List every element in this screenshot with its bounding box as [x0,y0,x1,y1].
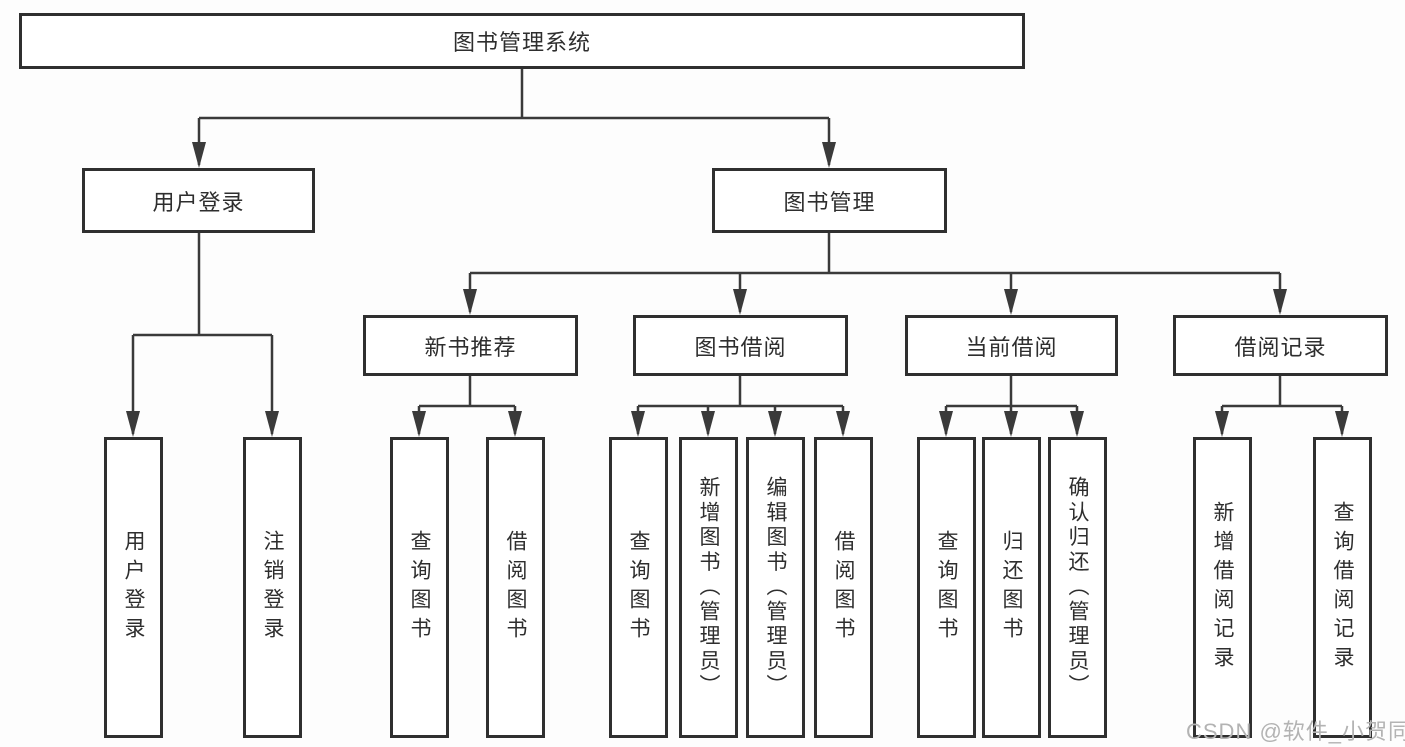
leaf-current-query-books-label: 查询图书 [935,529,958,646]
leaf-recommend-query-books: 查询图书 [390,437,449,738]
leaf-add-books-admin-label: 新增图书（管理员） [697,475,720,700]
leaf-add-borrow-record: 新增借阅记录 [1193,437,1252,738]
node-current-borrow: 当前借阅 [905,315,1118,376]
leaf-confirm-return-admin: 确认归还（管理员） [1048,437,1107,738]
node-book-management: 图书管理 [712,168,947,233]
node-borrow-records-label: 借阅记录 [1234,334,1327,360]
leaf-borrow-query-books: 查询图书 [609,437,668,738]
node-current-borrow-label: 当前借阅 [965,334,1058,360]
leaf-confirm-return-admin-label: 确认归还（管理员） [1066,475,1089,700]
node-user-login-label: 用户登录 [152,189,245,215]
leaf-recommend-borrow-books: 借阅图书 [486,437,545,738]
leaf-add-books-admin: 新增图书（管理员） [679,437,738,738]
node-book-management-label: 图书管理 [783,189,876,215]
csdn-watermark: CSDN @软件_小贺同学 [1186,719,1405,744]
leaf-logout-label: 注销登录 [261,529,284,646]
node-root-label: 图书管理系统 [452,30,591,55]
node-root: 图书管理系统 [19,13,1025,69]
node-book-borrow-label: 图书借阅 [694,334,787,360]
node-new-book-recommend: 新书推荐 [363,315,578,376]
leaf-edit-books-admin-label: 编辑图书（管理员） [764,475,787,700]
node-new-book-recommend-label: 新书推荐 [424,334,517,360]
node-user-login: 用户登录 [82,168,315,233]
leaf-query-borrow-record-label: 查询借阅记录 [1331,500,1354,675]
leaf-user-login-label: 用户登录 [122,529,145,646]
leaf-recommend-query-books-label: 查询图书 [408,529,431,646]
leaf-borrow-books-label: 借阅图书 [832,529,855,646]
leaf-edit-books-admin: 编辑图书（管理员） [746,437,805,738]
leaf-add-borrow-record-label: 新增借阅记录 [1211,500,1234,675]
leaf-return-books-label: 归还图书 [1000,529,1023,646]
leaf-borrow-query-books-label: 查询图书 [627,529,650,646]
node-book-borrow: 图书借阅 [633,315,848,376]
leaf-return-books: 归还图书 [982,437,1041,738]
leaf-recommend-borrow-books-label: 借阅图书 [504,529,527,646]
leaf-borrow-books: 借阅图书 [814,437,873,738]
node-borrow-records: 借阅记录 [1173,315,1388,376]
leaf-logout: 注销登录 [243,437,302,738]
leaf-user-login: 用户登录 [104,437,163,738]
leaf-current-query-books: 查询图书 [917,437,976,738]
leaf-query-borrow-record: 查询借阅记录 [1313,437,1372,738]
